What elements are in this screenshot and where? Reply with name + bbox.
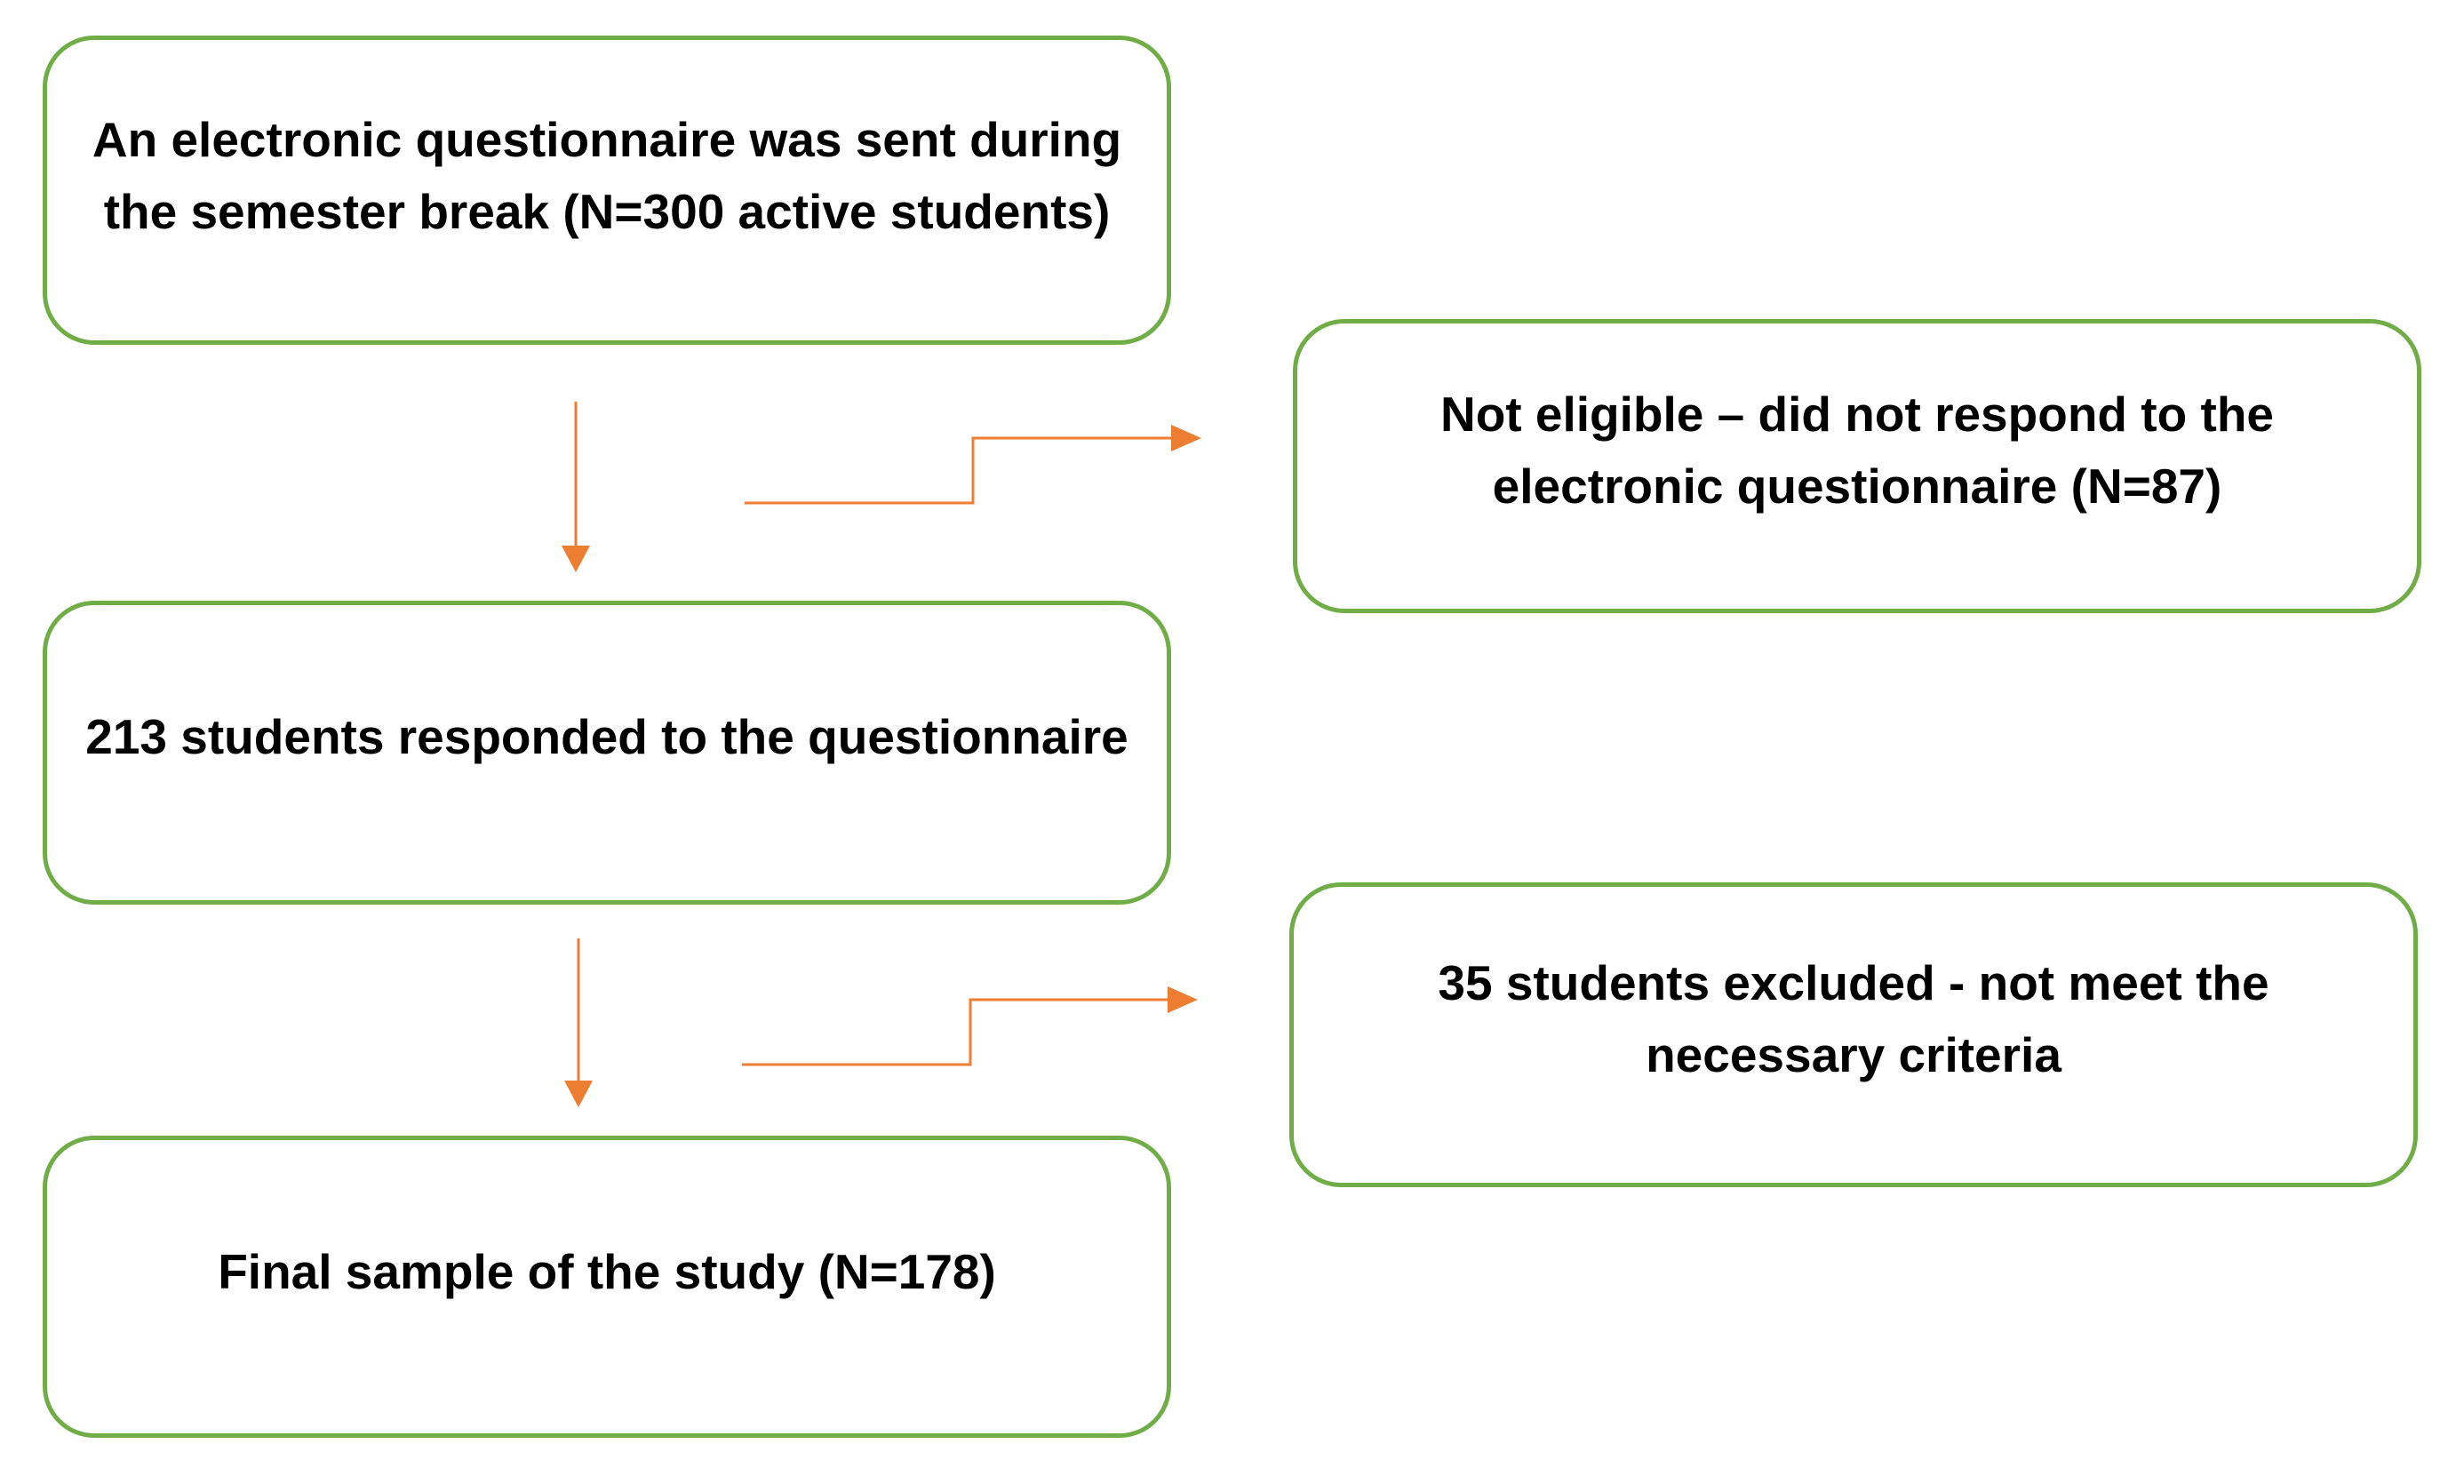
step-label-final-sample: Final sample of the study (N=178) [218,1244,996,1299]
step-box-questionnaire-sent: An electronic questionnaire was sent dur… [43,36,1171,345]
arrowhead-down-1 [562,546,590,572]
arrowhead-down-2 [564,1081,593,1107]
step-label-students-responded: 213 students responded to the questionna… [85,709,1128,764]
exclusion-label-criteria: 35 students excluded - not meet the nece… [1438,955,2269,1082]
arrowhead-right-2 [1168,986,1198,1013]
exclusion-box-criteria: 35 students excluded - not meet the nece… [1289,882,2418,1187]
arrowhead-right-1 [1171,425,1201,451]
arrow-to-not-eligible [745,436,1176,505]
step-box-final-sample: Final sample of the study (N=178) [43,1136,1171,1438]
arrow-to-excluded [742,998,1173,1066]
exclusion-box-not-eligible: Not eligible – did not respond to the el… [1293,319,2421,613]
exclusion-label-not-eligible: Not eligible – did not respond to the el… [1439,387,2275,514]
step-label-questionnaire-sent: An electronic questionnaire was sent dur… [92,112,1122,239]
step-box-students-responded: 213 students responded to the questionna… [43,601,1171,905]
